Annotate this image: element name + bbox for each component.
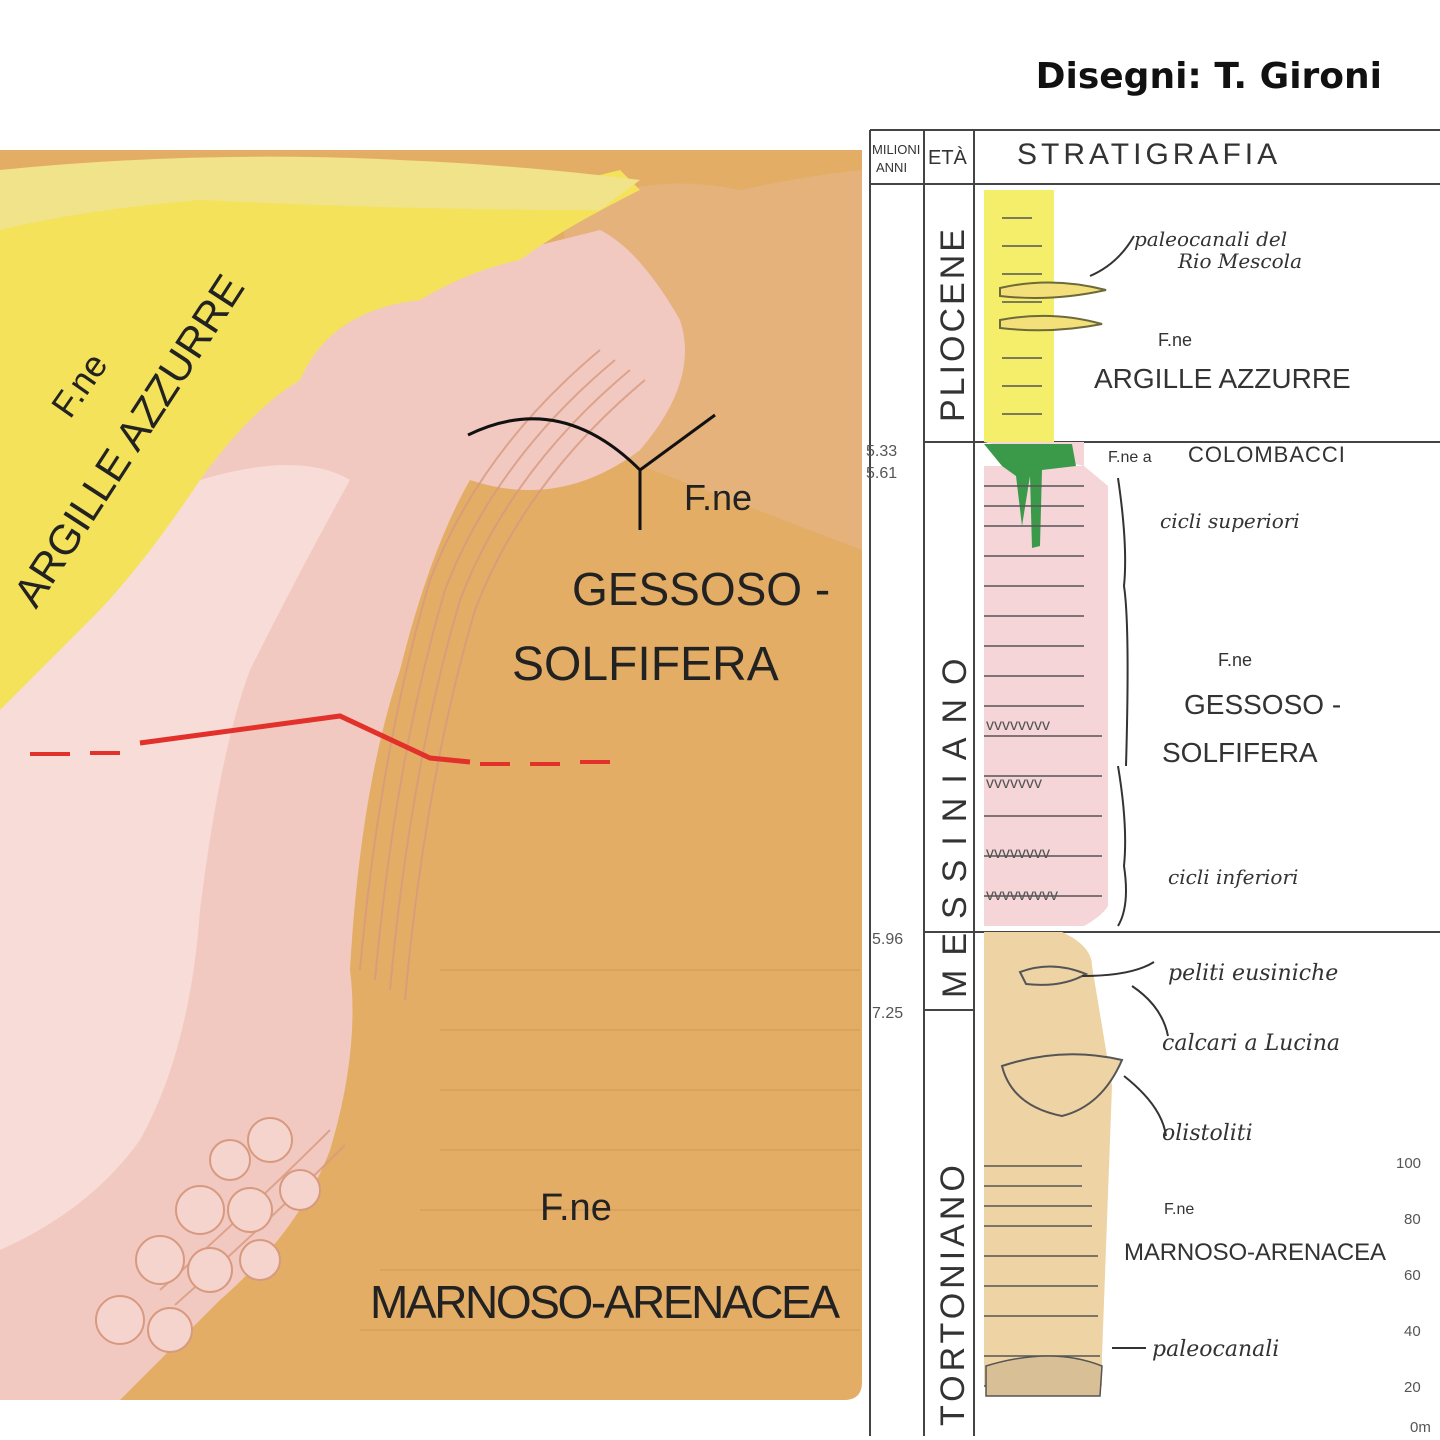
age-tortoniano: TORTONIANO	[934, 1161, 972, 1426]
time-561: 5.61	[866, 465, 897, 482]
time-596: 5.96	[872, 931, 903, 948]
label-cicli-inferiori: cicli inferiori	[1168, 865, 1298, 889]
gessoso-line2: SOLFIFERA	[512, 638, 779, 691]
label-gessoso-2: SOLFIFERA	[1162, 737, 1318, 768]
argille-azzurre-area	[0, 170, 640, 710]
marnoso-prefix: F.ne	[540, 1187, 612, 1229]
label-paleocanali-rio-1: paleocanali del	[1134, 227, 1287, 251]
header-strat: STRATIGRAFIA	[1017, 138, 1281, 171]
gessoso-line1: GESSOSO -	[572, 563, 830, 615]
scale-100: 100	[1396, 1155, 1421, 1172]
label-peliti: peliti eusiniche	[1168, 961, 1338, 986]
scale-0: 0m	[1410, 1419, 1431, 1436]
header-time-2: ANNI	[876, 160, 907, 175]
age-messiniano: MESSINIANO	[936, 645, 974, 998]
scale-20: 20	[1404, 1379, 1421, 1396]
label-olistoliti: olistoliti	[1162, 1121, 1253, 1146]
time-533: 5.33	[866, 443, 897, 460]
header-age: ETÀ	[928, 146, 968, 169]
label-paleocanali-rio-2: Rio Mescola	[1177, 249, 1302, 273]
label-fne-gessoso: F.ne	[1218, 650, 1252, 670]
label-paleocanali: paleocanali	[1152, 1337, 1279, 1362]
svg-text:vvvvvvvvv: vvvvvvvvv	[986, 887, 1058, 904]
scale-60: 60	[1404, 1267, 1421, 1284]
svg-text:vvvvvvvv: vvvvvvvv	[986, 845, 1050, 862]
stratigraphic-column: MILIONI ANNI ETÀ STRATIGRAFIA PLIOCENE M…	[862, 126, 1440, 1440]
credit-text: Disegni: T. Gironi	[1035, 56, 1382, 97]
scale-80: 80	[1404, 1211, 1421, 1228]
label-fne-argille: F.ne	[1158, 330, 1192, 350]
label-colombacci: COLOMBACCI	[1188, 442, 1346, 467]
svg-text:vvvvvvvv: vvvvvvvv	[986, 717, 1050, 734]
landscape-drawing: F.ne ARGILLE AZZURRE F.ne GESSOSO - SOLF…	[0, 150, 862, 1400]
scale-40: 40	[1404, 1323, 1421, 1340]
svg-text:vvvvvvv: vvvvvvv	[986, 775, 1042, 792]
label-fne-colombacci: F.ne a	[1108, 449, 1152, 466]
time-725: 7.25	[872, 1005, 903, 1022]
label-argille: ARGILLE AZZURRE	[1094, 363, 1351, 394]
label-calcari: calcari a Lucina	[1162, 1031, 1340, 1056]
marnoso-name: MARNOSO-ARENACEA	[370, 1276, 840, 1328]
gessoso-prefix: F.ne	[684, 477, 752, 518]
label-cicli-superiori: cicli superiori	[1160, 509, 1300, 533]
header-time-1: MILIONI	[872, 142, 920, 157]
label-marnoso: MARNOSO-ARENACEA	[1124, 1239, 1386, 1266]
age-pliocene: PLIOCENE	[934, 226, 972, 422]
label-fne-marnoso: F.ne	[1164, 1201, 1194, 1218]
label-gessoso-1: GESSOSO -	[1184, 689, 1341, 720]
